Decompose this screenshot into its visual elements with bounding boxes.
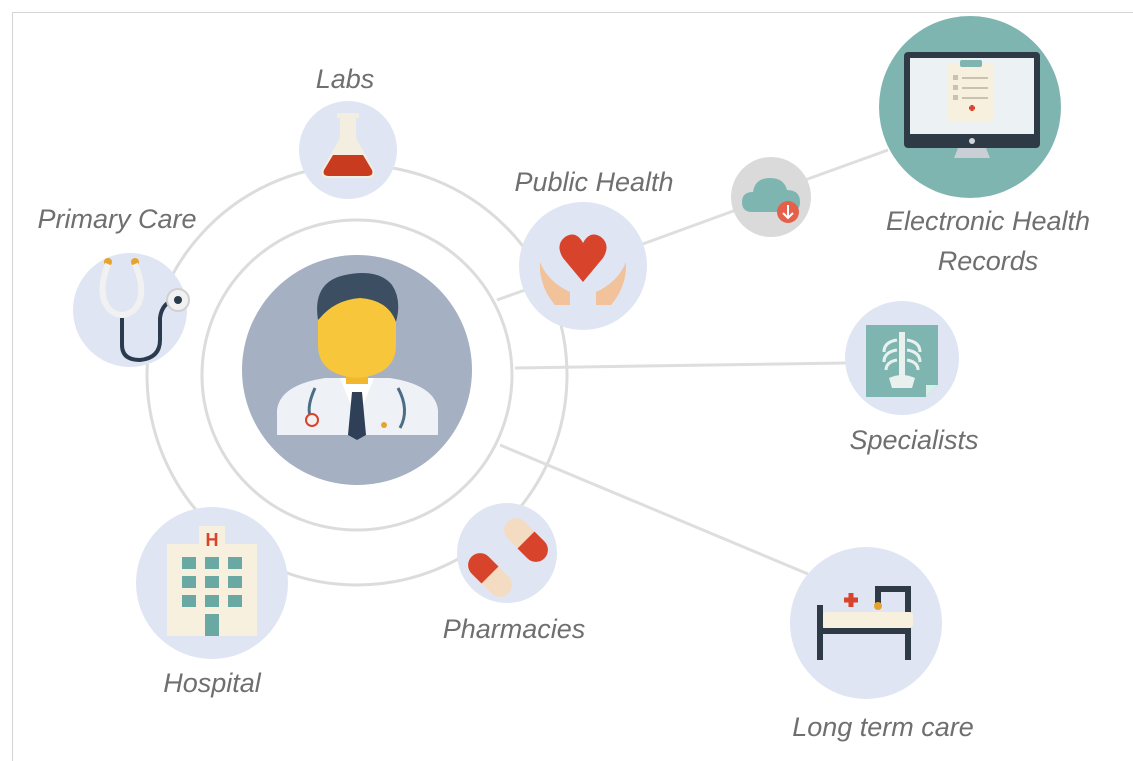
primary-care-node xyxy=(73,253,190,367)
computer-monitor-icon xyxy=(904,52,1040,158)
center-doctor-node xyxy=(242,255,472,485)
label-specialists: Specialists xyxy=(849,425,978,455)
ehr-node xyxy=(879,16,1061,198)
frame-border xyxy=(12,12,1133,761)
doctor-icon xyxy=(277,272,438,440)
connector-specialists xyxy=(514,361,847,370)
svg-text:H: H xyxy=(206,530,219,550)
label-primary-care: Primary Care xyxy=(37,204,196,234)
xray-icon xyxy=(866,325,938,397)
connector-cloud-ehr xyxy=(804,148,889,182)
hospital-node: H xyxy=(136,507,288,659)
stethoscope-icon xyxy=(99,258,190,363)
label-hospital: Hospital xyxy=(163,668,262,698)
cloud-node xyxy=(731,157,811,237)
label-public-health: Public Health xyxy=(514,167,673,197)
label-ehr-line1: Electronic Health xyxy=(886,206,1090,236)
pills-icon xyxy=(468,518,548,597)
cloud-download-icon xyxy=(742,178,800,223)
connector-public-health-cloud xyxy=(639,208,737,247)
hospital-bed-icon xyxy=(817,586,913,660)
heart-hands-icon xyxy=(540,234,626,305)
flask-icon xyxy=(321,113,375,178)
connectors xyxy=(496,148,889,576)
label-pharmacies: Pharmacies xyxy=(443,614,586,644)
public-health-node xyxy=(519,202,647,330)
label-long-term-care: Long term care xyxy=(792,712,974,742)
pharmacies-node xyxy=(457,503,557,603)
connector-long-term-care xyxy=(499,443,809,576)
label-labs: Labs xyxy=(316,64,375,94)
labels: Labs Primary Care Public Health Electron… xyxy=(37,64,1090,742)
label-ehr-line2: Records xyxy=(938,246,1039,276)
hospital-building-icon: H xyxy=(167,526,257,636)
specialists-node xyxy=(845,301,959,415)
long-term-care-node xyxy=(790,547,942,699)
labs-node xyxy=(299,101,397,199)
inner-ring xyxy=(200,218,514,532)
connector-public-health xyxy=(496,288,526,302)
